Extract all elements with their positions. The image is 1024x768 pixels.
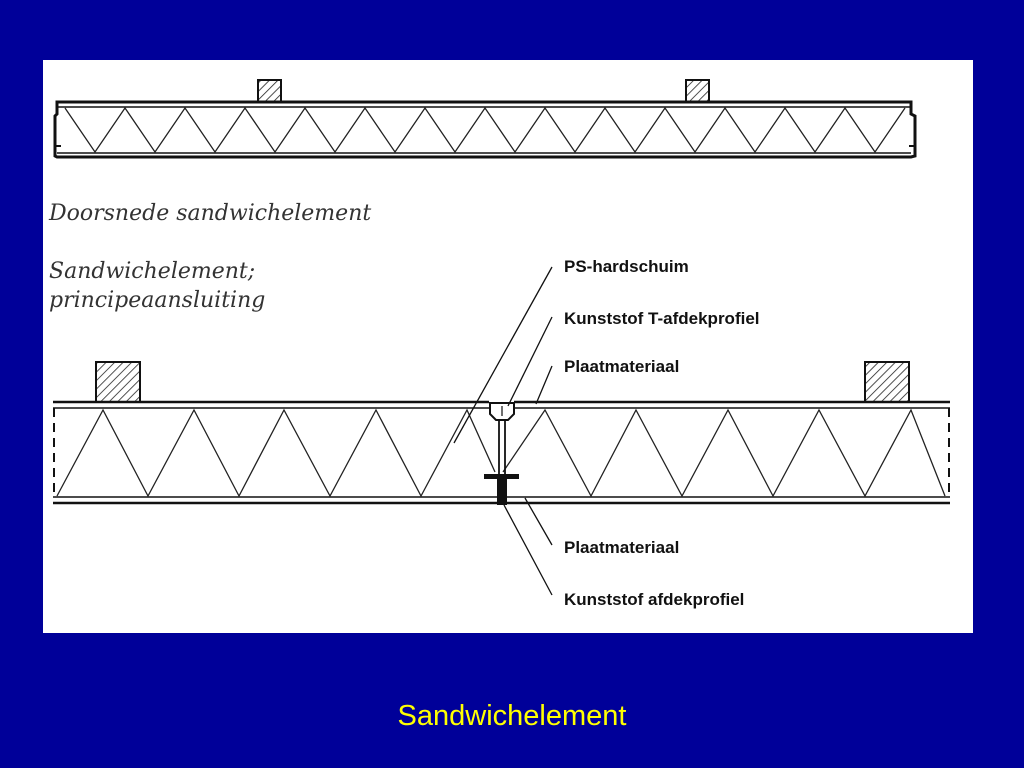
label-bottom-board: Plaatmateriaal — [564, 538, 680, 557]
section-drawing — [53, 79, 917, 159]
support-batten — [864, 361, 910, 403]
caption-connection-line1: Sandwichelement; — [49, 259, 256, 284]
label-top-board: Plaatmateriaal — [564, 357, 680, 376]
label-t-profile: Kunststof T-afdekprofiel — [564, 309, 760, 328]
truss-zigzag — [502, 408, 946, 498]
caption-section: Doorsnede sandwichelement — [49, 201, 372, 226]
drawing-panel: Doorsnede sandwichelement Sandwichelemen… — [43, 60, 973, 633]
truss-zigzag — [56, 408, 496, 498]
bottom-profile — [484, 474, 519, 479]
support-batten — [95, 361, 141, 403]
connection-drawing — [53, 266, 950, 596]
truss-zigzag — [64, 106, 906, 154]
slide-title: Sandwichelement — [397, 700, 627, 732]
support-batten — [257, 79, 282, 104]
support-batten — [685, 79, 710, 104]
sandwich-element-drawing — [53, 79, 950, 596]
caption-connection-line2: principeaansluiting — [49, 288, 266, 313]
section-outline — [53, 100, 917, 159]
label-bottom-profile: Kunststof afdekprofiel — [564, 590, 745, 609]
label-ps-foam: PS-hardschuim — [564, 257, 689, 276]
